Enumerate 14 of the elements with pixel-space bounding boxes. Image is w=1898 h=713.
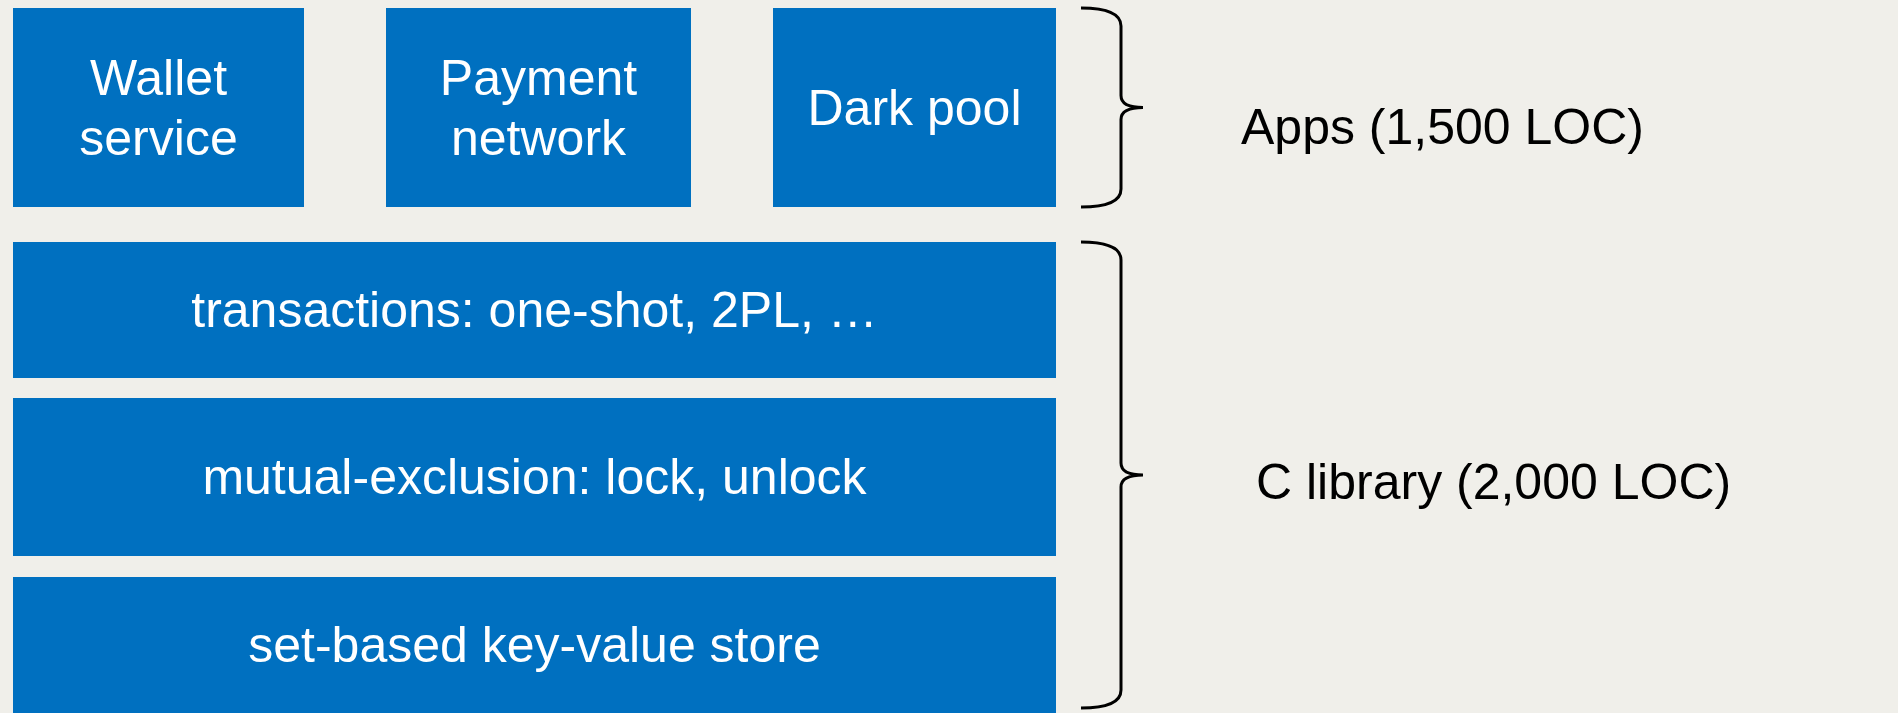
box-label: mutual-exclusion: lock, unlock	[202, 448, 867, 507]
layer-box	[13, 577, 1056, 713]
layer-box	[773, 8, 1056, 207]
layer-box	[386, 8, 691, 207]
layer-box	[13, 398, 1056, 556]
box-label: Wallet service	[78, 48, 239, 168]
box-label: Payment network	[438, 48, 639, 168]
box-label: Dark pool	[807, 78, 1022, 138]
layer-group-label: Apps (1,500 LOC)	[1241, 98, 1644, 156]
layer-box	[13, 242, 1056, 378]
layer-box	[13, 8, 304, 207]
layer-group-label: C library (2,000 LOC)	[1256, 453, 1732, 511]
box-label: transactions: one-shot, 2PL, …	[191, 281, 878, 340]
box-label: set-based key-value store	[248, 616, 821, 675]
